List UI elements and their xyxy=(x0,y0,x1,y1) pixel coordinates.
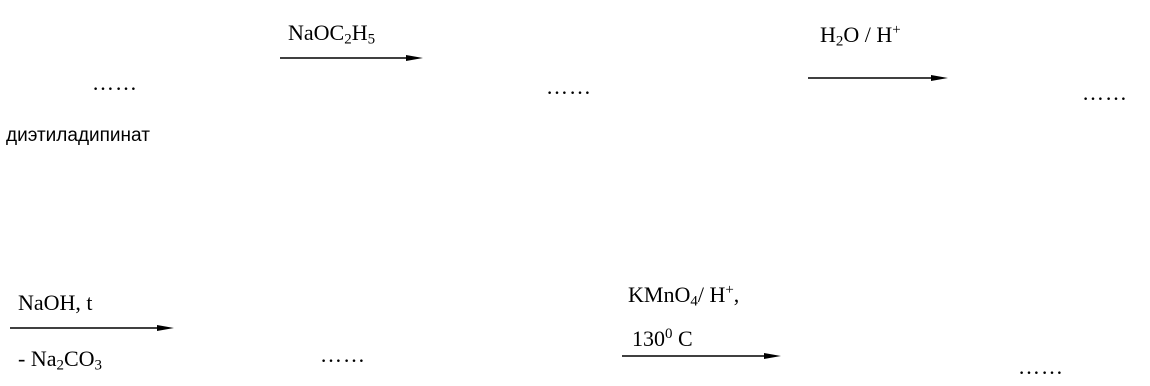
compound-placeholder-3: …… xyxy=(1082,80,1128,105)
reaction-arrow-1 xyxy=(280,55,423,61)
reagent-step-2: H2O / H+ xyxy=(820,21,901,50)
reaction-arrow-4 xyxy=(622,353,781,359)
byproduct-step-3: - Na2CO3 xyxy=(18,346,103,374)
compound-placeholder-1: …… xyxy=(92,70,138,95)
start-compound-label: диэтиладипинат xyxy=(6,125,150,146)
compound-placeholder-4: …… xyxy=(320,342,366,367)
reaction-arrow-2 xyxy=(808,75,948,81)
reagent-step-4: KMnO4/ H+, xyxy=(628,281,740,310)
reagent-step-1: NaOC2H5 xyxy=(288,20,376,48)
condition-step-4: 1300 C xyxy=(632,325,693,351)
compound-placeholder-5: …… xyxy=(1018,354,1064,379)
compound-placeholder-2: …… xyxy=(546,74,592,99)
reagent-step-3: NaOH, t xyxy=(18,290,93,315)
reaction-arrow-3 xyxy=(10,325,174,331)
